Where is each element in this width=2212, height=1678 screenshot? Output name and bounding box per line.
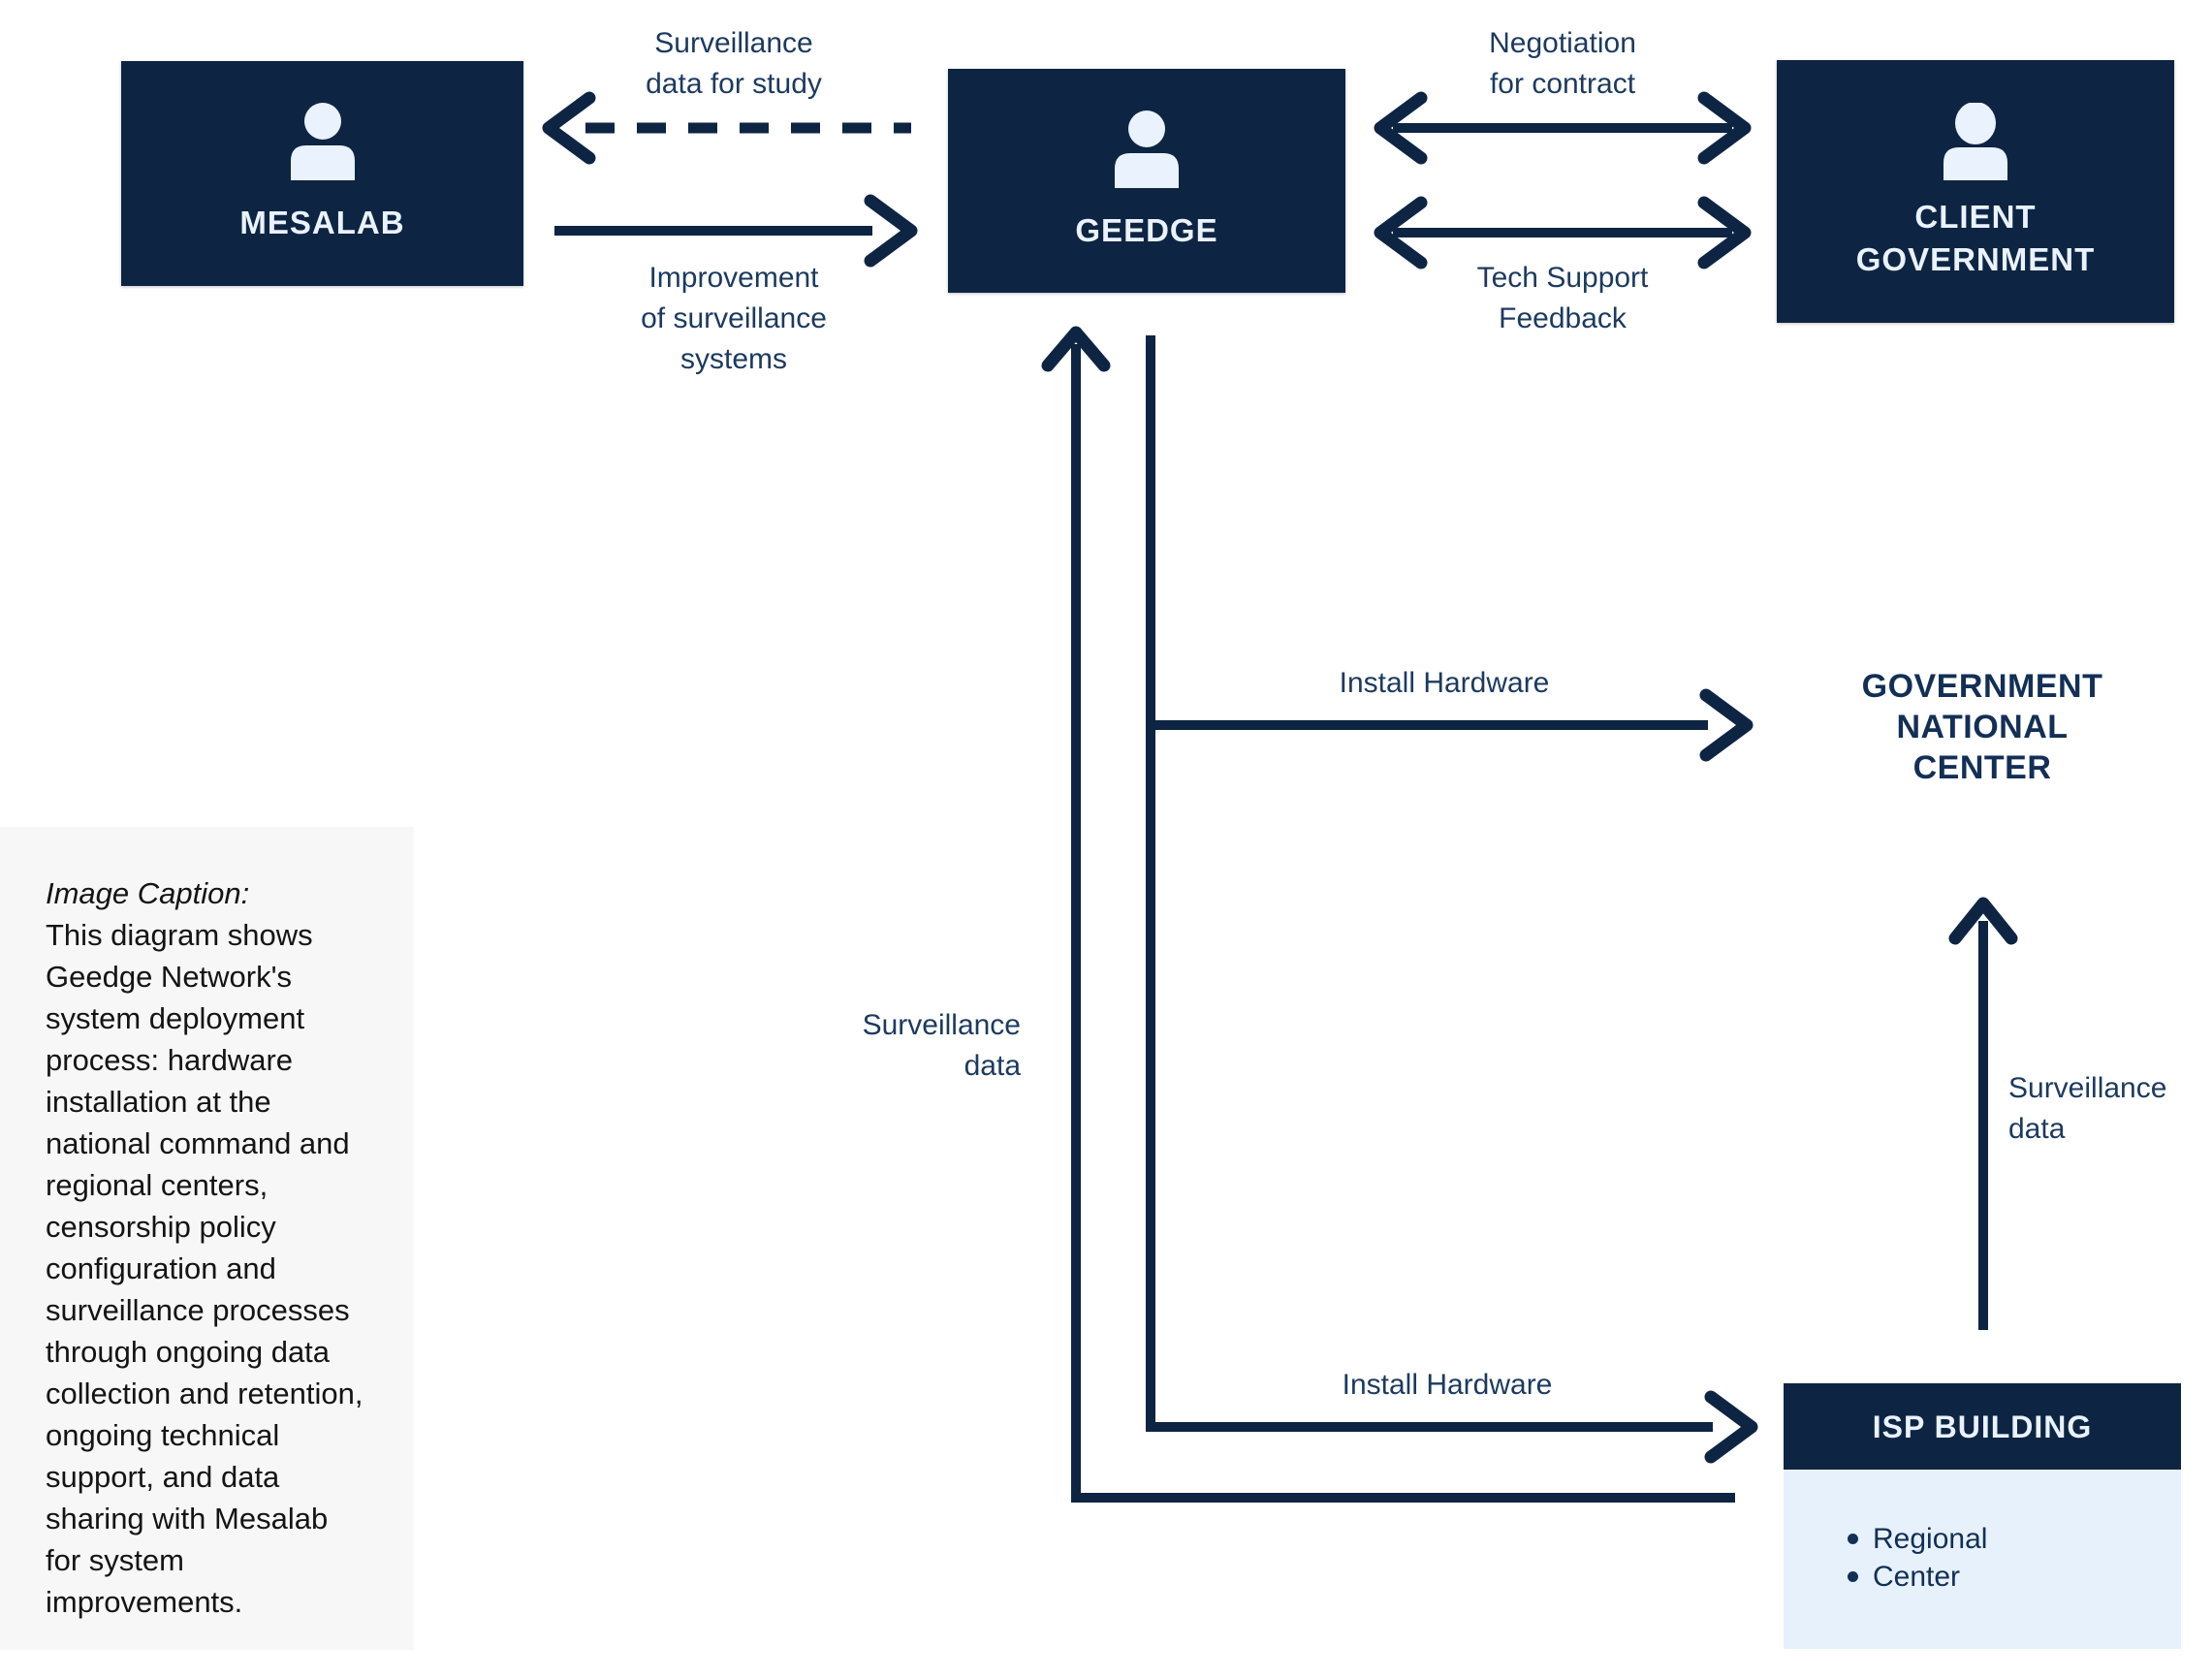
node-client-government: CLIENT GOVERNMENT <box>1777 60 2174 323</box>
node-government-national-center: GOVERNMENT NATIONAL CENTER <box>1861 668 2103 786</box>
person-icon <box>290 103 355 180</box>
image-caption-box: Image Caption: This diagram shows Geedge… <box>0 827 414 1650</box>
label-surveillance-data-left: Surveillance data <box>862 1009 1021 1082</box>
isp-building-list: Regional Center <box>1784 1520 2181 1596</box>
node-geedge: GEEDGE <box>948 69 1345 293</box>
arrow-install-hardware-isp <box>1146 1390 1758 1464</box>
node-mesalab: MESALAB <box>121 61 523 286</box>
mesalab-label: MESALAB <box>239 205 405 240</box>
label-surveillance-data-right: Surveillance data <box>2008 1072 2167 1145</box>
arrow-surveillance-data-to-national-center <box>1948 897 2018 1330</box>
arrow-surveillance-data-for-study <box>542 91 911 165</box>
isp-list-item: Regional <box>1848 1520 2181 1558</box>
label-negotiation-for-contract: Negotiation for contract <box>1489 27 1636 100</box>
node-isp-building-body: Regional Center <box>1784 1470 2181 1649</box>
caption-title: Image Caption: <box>46 876 250 910</box>
arrow-tech-support-feedback <box>1374 196 1752 269</box>
arrow-install-hardware-national-center <box>1146 688 1754 762</box>
arrow-surveillance-data-to-geedge <box>1041 326 1735 1503</box>
client-government-label: CLIENT GOVERNMENT <box>1855 198 2096 277</box>
person-icon <box>1115 110 1179 188</box>
label-tech-support-feedback: Tech Support Feedback <box>1476 262 1649 334</box>
label-install-hardware-isp: Install Hardware <box>1342 1369 1553 1401</box>
arrow-negotiation-for-contract <box>1374 91 1752 165</box>
label-install-hardware-national-center: Install Hardware <box>1339 667 1550 699</box>
isp-list-item: Center <box>1848 1558 2181 1596</box>
label-surveillance-data-for-study: Surveillance data for study <box>646 27 822 100</box>
isp-building-label: ISP BUILDING <box>1872 1409 2093 1444</box>
node-isp-building-header: ISP BUILDING <box>1784 1383 2181 1470</box>
person-icon <box>1943 102 2007 180</box>
caption-body: This diagram shows Geedge Network's syst… <box>46 918 363 1619</box>
arrow-improvement-of-surveillance-systems <box>554 194 918 268</box>
geedge-label: GEEDGE <box>1075 211 1218 248</box>
label-improvement-of-surveillance-systems: Improvement of surveillance systems <box>641 262 827 375</box>
